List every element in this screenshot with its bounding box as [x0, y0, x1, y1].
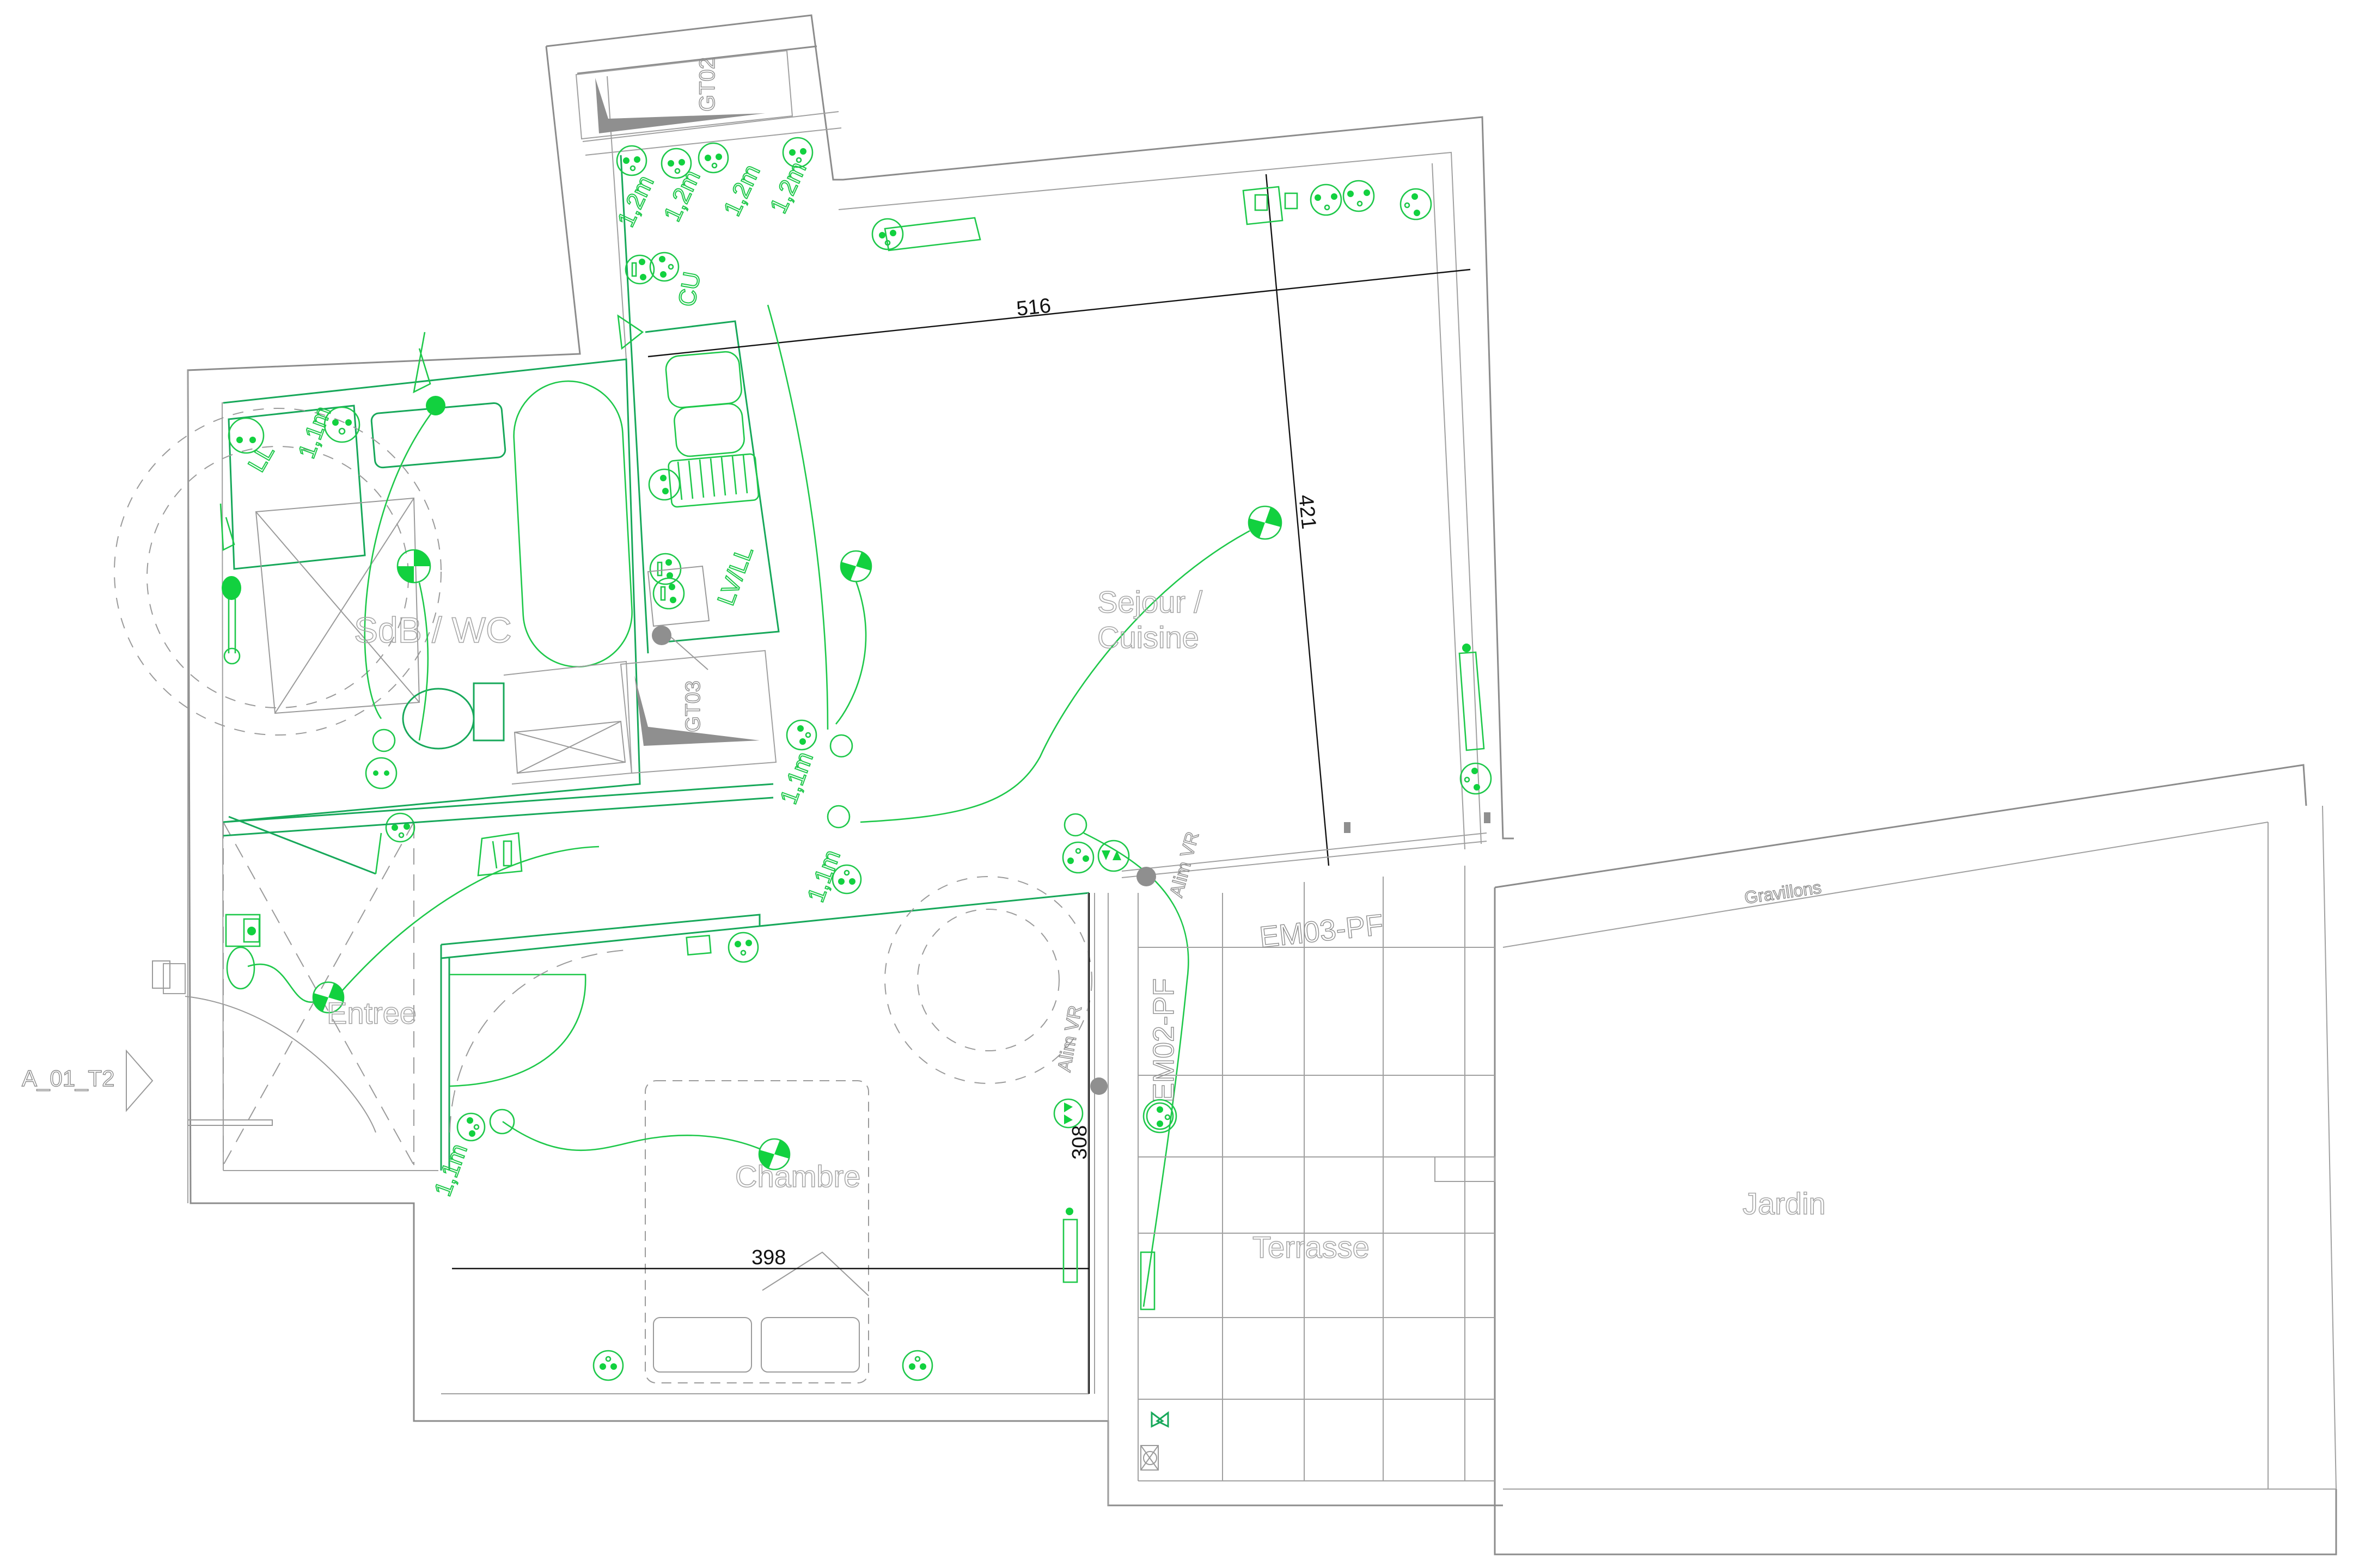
drainer [668, 453, 760, 508]
closet-gt03-label: GT03 [682, 681, 705, 732]
room-label-sejour-2: Cuisine [1097, 620, 1199, 654]
room-label-entree: Entree [327, 996, 417, 1030]
label-height-k2: 1,2m [659, 166, 706, 225]
outer-walls [187, 14, 2337, 1555]
room-label-sejour-1: Sejour / [1097, 585, 1202, 619]
label-lv-ll: LV/LL [712, 543, 758, 609]
dimension-421: 421 [1294, 494, 1320, 530]
outlet-wc [365, 757, 398, 789]
room-label-sdb-wc: SdB / WC [354, 610, 512, 650]
closet-gt02: GT02 [575, 50, 842, 156]
room-label-chambre: Chambre [735, 1159, 860, 1193]
closet-gt03: GT03 [620, 650, 777, 774]
room-terrasse: EM03-PF EM02-PF Terrasse Alim VR [1090, 829, 1495, 1505]
room-entree: Entree A_01_T2 [21, 783, 774, 1166]
label-height-k4: 1,2m [765, 158, 812, 217]
room-label-jardin: Jardin [1743, 1186, 1826, 1221]
dimension-398: 398 [751, 1246, 786, 1269]
kitchen: 1,2m 1,2m 1,2m 1,2m CU LV/LL [612, 137, 981, 670]
gravillons-label: Gravillons [1743, 877, 1823, 907]
room-label-terrasse: Terrasse [1252, 1230, 1370, 1264]
room-jardin: Gravillons Jardin [1742, 877, 1826, 1221]
label-height-k3: 1,2m [719, 161, 766, 220]
label-ll: LL [243, 440, 279, 476]
label-height-sej1: 1,1m [775, 749, 818, 808]
label-alim-vr-sej: Alim VR [1166, 830, 1203, 899]
room-sdb-wc: LL 1,1m SdB / WC [114, 332, 641, 823]
doorbell [163, 963, 186, 994]
label-cu: CU [674, 270, 706, 309]
label-alim-vr-ch: Alim VR [1054, 1004, 1086, 1074]
window-em02-label: EM02-PF [1147, 978, 1180, 1102]
dimension-308: 308 [1068, 1125, 1091, 1160]
outlet-sdb [323, 406, 360, 443]
room-chambre: 398 308 1,1m Alim VR Chambre [429, 876, 1095, 1394]
outlet-washer [228, 417, 265, 454]
closet-gt02-label: GT02 [695, 57, 719, 112]
unit-id-label: A_01_T2 [22, 1065, 114, 1091]
dimension-516: 516 [1016, 295, 1052, 321]
label-height-k1: 1,2m [613, 171, 659, 231]
ceiling-light-sdb [396, 549, 431, 584]
label-height-sej2: 1,1m [802, 847, 846, 906]
